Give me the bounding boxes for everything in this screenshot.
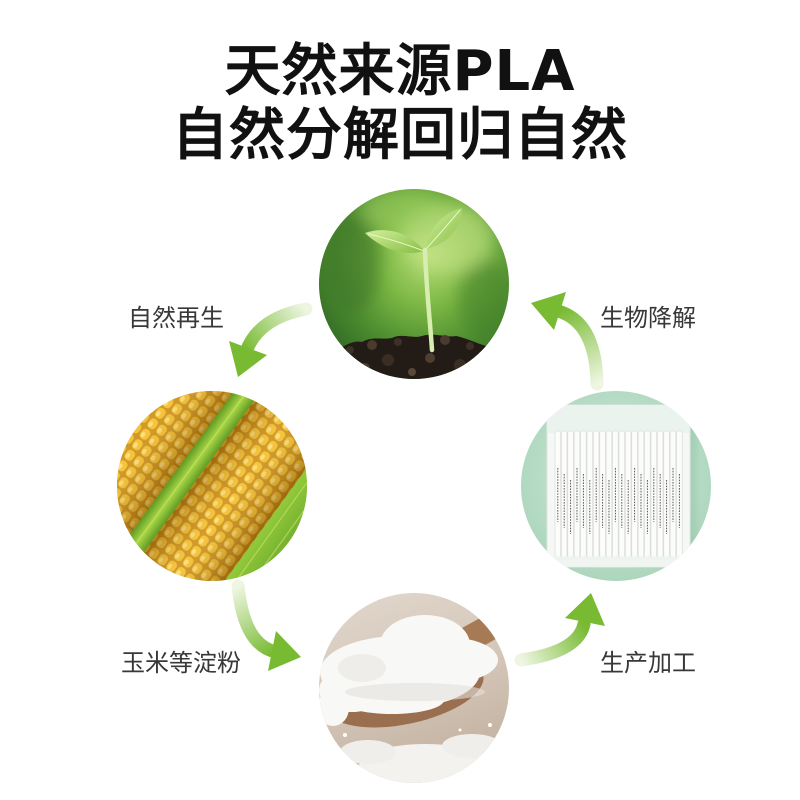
arrow-starch-to-straws <box>514 593 605 667</box>
straw <box>554 430 561 560</box>
straw-package-image <box>521 391 711 581</box>
arrowhead <box>229 341 267 377</box>
powder-shadow <box>345 683 485 701</box>
arrow-shaft <box>231 579 283 659</box>
arrowhead <box>565 593 605 626</box>
seedling-image <box>319 189 509 379</box>
arrowhead <box>268 631 301 671</box>
straw <box>612 430 619 560</box>
seedling-stem <box>422 247 435 353</box>
label-corn-starch: 玉米等淀粉 <box>121 649 241 677</box>
arrow-corn-to-starch <box>231 579 301 671</box>
arrow-shaft <box>551 304 604 391</box>
straw <box>593 430 600 560</box>
straw <box>669 430 677 560</box>
cob-shading <box>117 391 307 581</box>
package-seal <box>547 405 690 433</box>
seedling-left-leaf <box>365 230 424 253</box>
arrow-straws-to-seedling <box>531 292 604 391</box>
arrow-seedling-to-corn <box>229 302 313 377</box>
package-bottom-edge <box>547 556 690 567</box>
starch-powder-image <box>319 593 509 783</box>
title-line-2: 自然分解回归自然 <box>172 103 628 168</box>
arrowhead <box>531 292 566 330</box>
powder-shadow <box>338 654 386 682</box>
leaf-vein <box>367 233 425 252</box>
straw <box>650 430 657 560</box>
label-manufacturing: 生产加工 <box>600 649 696 677</box>
cob-shading <box>117 391 307 581</box>
leaf-vein <box>425 209 461 250</box>
label-natural-regeneration: 自然再生 <box>128 304 224 332</box>
straw <box>573 430 581 560</box>
title-line-1: 天然来源PLA <box>224 39 576 104</box>
straw-bundle <box>554 430 683 560</box>
straw <box>631 430 638 560</box>
arrow-shaft <box>514 617 591 667</box>
arrow-shaft <box>239 302 313 359</box>
label-biodegradation: 生物降解 <box>600 304 696 332</box>
package-shadow <box>688 410 696 568</box>
